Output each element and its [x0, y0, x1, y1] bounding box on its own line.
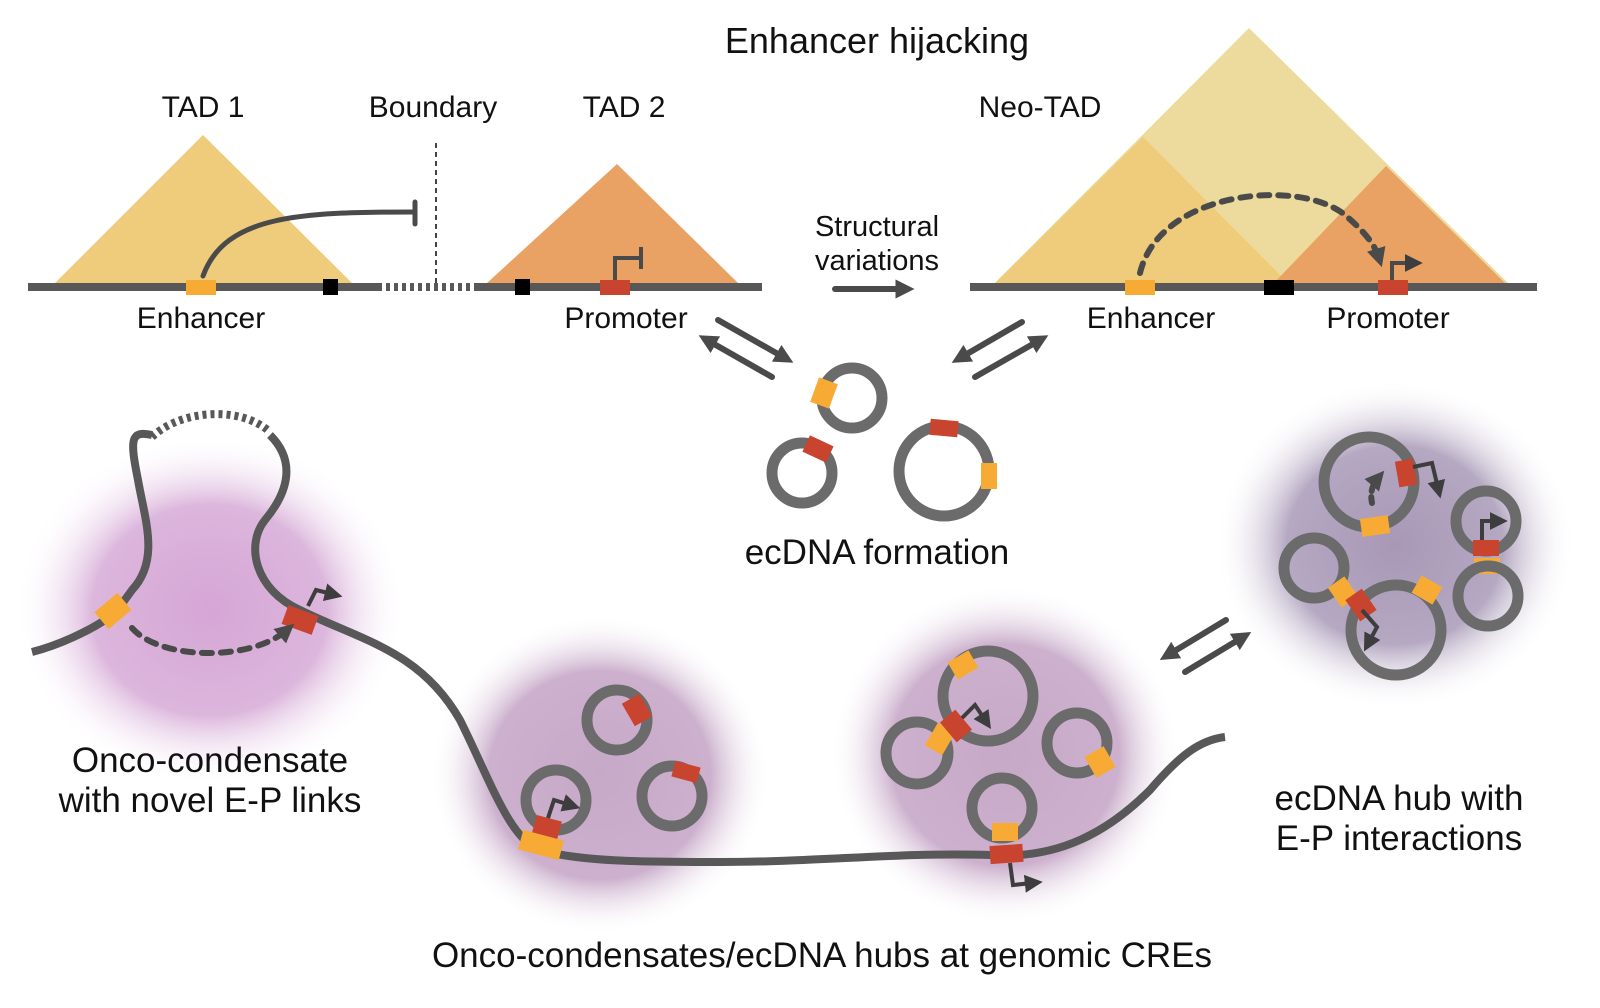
novel-ep-dashed-arrow [129, 623, 295, 656]
ecdna-circle [1452, 560, 1524, 632]
ecdna-hub-blob [1215, 380, 1575, 710]
tss-arrow-icon [1008, 862, 1043, 893]
promoter-block [532, 814, 562, 840]
ecdna-hub-label-line2: E-P interactions [1276, 819, 1522, 858]
promoter-inactive-tss-icon [613, 256, 640, 280]
condensate-blob-genomic-2 [830, 585, 1180, 925]
arrow-icon [951, 319, 1025, 363]
ecdna-hub-label-line1: ecDNA hub with [1274, 779, 1523, 818]
enhancer-block [94, 592, 132, 630]
enhancer-block [186, 280, 216, 295]
ecdna-circle [1345, 579, 1447, 681]
tad1-remnant-triangle [995, 137, 1288, 283]
promoter-block [929, 418, 959, 438]
enhancer-block [981, 463, 997, 489]
tss-arrow-icon [546, 794, 581, 819]
condensate-blob-genomic-1 [430, 615, 770, 935]
enhancer-label: Enhancer [1087, 302, 1215, 335]
tad-panel-normal: TAD 1 Boundary TAD 2 Enhancer Promoter [28, 91, 762, 335]
arrow-icon [1159, 617, 1229, 660]
boundary-label: Boundary [369, 91, 497, 124]
tad1-triangle [55, 135, 352, 283]
enhancer-block [1359, 515, 1391, 537]
promoter-block [621, 693, 653, 727]
promoter-label: Promoter [1326, 302, 1449, 335]
enhancer-label: Enhancer [137, 302, 265, 335]
ecdna-circle [766, 437, 838, 509]
hijacked-interaction-dashed-arc [1137, 192, 1386, 276]
structural-variations-transition: Structural variations [815, 211, 939, 299]
ecdna-cluster-genomic-2 [880, 645, 1116, 893]
structural-variations-line2: variations [815, 245, 939, 277]
promoter-active-tss-arrow-icon [1390, 254, 1423, 280]
tad2-label: TAD 2 [583, 91, 666, 124]
dna-strand [31, 429, 153, 656]
ecdna-circle [880, 716, 954, 790]
enhancer-block [1084, 746, 1116, 778]
equilibrium-arrows-left [698, 317, 794, 380]
onco-condensate-loop: Onco-condensate with novel E-P links [31, 410, 542, 854]
promoter-block [1345, 588, 1377, 622]
arrow-icon [698, 335, 775, 380]
tss-arrow-icon [1412, 460, 1446, 499]
ecdna-hub: ecDNA hub with E-P interactions [1274, 431, 1524, 858]
arrow-icon [1182, 632, 1252, 675]
boundary-element [515, 279, 530, 295]
structural-variations-line1: Structural [815, 211, 939, 243]
tad2-triangle [487, 164, 738, 283]
genomic-dna-strand [538, 733, 1226, 867]
promoter-block [281, 605, 319, 635]
tss-arrow-icon [1480, 512, 1508, 540]
ecdna-circle [1041, 707, 1113, 779]
onco-condensate-blob [15, 435, 405, 785]
bottom-caption: Onco-condensates/ecDNA hubs at genomic C… [432, 936, 1212, 975]
onco-condensate-label-line2: with novel E-P links [58, 781, 362, 820]
boundary-element [1264, 280, 1294, 295]
ecdna-circle [636, 760, 708, 832]
arrow-icon [715, 317, 794, 363]
promoter-block [1378, 280, 1408, 295]
promoter-block [1394, 458, 1418, 488]
enhancer-block [1125, 280, 1155, 295]
ecdna-formation-label: ecDNA formation [745, 533, 1010, 572]
promoter-block [1473, 540, 1499, 556]
blocked-interaction-arc [200, 209, 418, 279]
equilibrium-arrows-hub [1159, 617, 1252, 675]
onco-condensate-label-line1: Onco-condensate [72, 741, 348, 780]
internal-ep-dashed-arrow [1364, 470, 1385, 506]
enhancer-block [518, 829, 564, 861]
ecdna-formation: ecDNA formation [745, 362, 1010, 572]
boundary-element [323, 279, 338, 295]
promoter-block [802, 435, 834, 463]
arrow-icon [972, 335, 1049, 380]
tad1-label: TAD 1 [162, 91, 245, 124]
ecdna-circle [893, 420, 995, 522]
promoter-block [989, 843, 1024, 865]
dna-strand [251, 432, 542, 854]
promoter-block [671, 760, 701, 784]
ecdna-circle [1278, 532, 1350, 604]
diagram-title: Enhancer hijacking [725, 20, 1029, 61]
tss-arrow-icon [1360, 608, 1381, 652]
neo-tad-label: Neo-TAD [979, 91, 1102, 124]
tad-panel-neo: Neo-TAD Enhancer Promoter [970, 28, 1537, 335]
tss-arrow-icon [306, 583, 343, 607]
promoter-block [939, 709, 973, 743]
enhancer-block [1411, 575, 1443, 605]
promoter-block [600, 280, 630, 295]
enhancer-block [992, 823, 1018, 841]
enhancer-block [947, 650, 979, 680]
equilibrium-arrows-right [951, 319, 1049, 380]
dna-break-dashed [149, 410, 273, 441]
ecdna-circle [937, 645, 1039, 747]
ecdna-circle [581, 684, 653, 756]
enhancer-block [810, 377, 838, 409]
tad2-remnant-triangle [1274, 166, 1505, 283]
tss-arrow-icon [960, 701, 991, 729]
promoter-label: Promoter [564, 302, 687, 335]
ecdna-cluster-genomic-1 [518, 684, 708, 861]
